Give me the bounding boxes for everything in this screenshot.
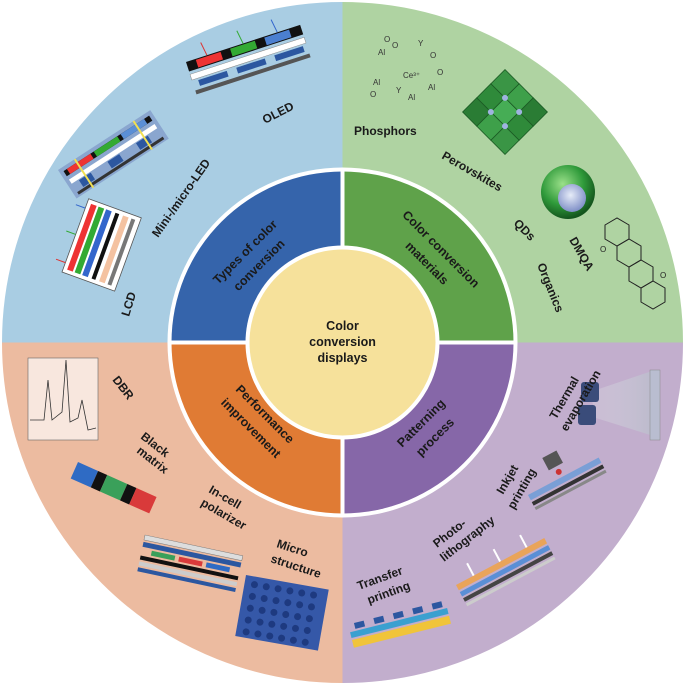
dmqa-oxygen-1: O <box>600 245 606 254</box>
phosphor-structure: O Al O Y O Ce³⁺ Al O Y Al Al O <box>370 35 443 102</box>
qd-sphere <box>541 165 595 219</box>
chem-o-1: O <box>384 35 390 44</box>
chem-o-3: O <box>430 51 436 60</box>
chem-al-2: Al <box>373 78 380 87</box>
chem-ce: Ce³⁺ <box>403 71 420 80</box>
dmqa-oxygen-2: O <box>660 271 666 280</box>
photolithography-illustration <box>456 534 556 607</box>
black-matrix-illustration <box>70 462 157 514</box>
label-phosphors: Phosphors <box>354 124 417 138</box>
lcd-illustration <box>55 198 142 292</box>
label-lcd: LCD <box>118 290 139 318</box>
mini-micro-led-illustration <box>57 110 169 199</box>
chem-al-3: Al <box>408 93 415 102</box>
center-circle <box>249 249 436 436</box>
chem-al-1: Al <box>378 48 385 57</box>
in-cell-polarizer-illustration <box>137 534 244 592</box>
chem-y-1: Y <box>418 39 424 48</box>
chem-al-4: Al <box>428 83 435 92</box>
oled-illustration <box>186 19 311 95</box>
center-title-line3: displays <box>317 351 367 365</box>
center-title-line1: Color <box>326 319 359 333</box>
transfer-printing-illustration <box>350 601 451 648</box>
chem-o-2: O <box>392 41 398 50</box>
perovskite-structure <box>462 69 548 155</box>
thermal-evaporation-illustration <box>578 369 661 441</box>
center-title-line2: conversion <box>309 335 376 349</box>
dbr-spectrum-plot <box>27 357 99 441</box>
micro-structure-illustration <box>235 575 329 651</box>
chem-o-4: O <box>370 90 376 99</box>
inkjet-printing-illustration <box>528 450 607 511</box>
chem-y-2: Y <box>396 86 402 95</box>
chem-o-5: O <box>437 68 443 77</box>
dmqa-molecule: O O <box>600 217 666 310</box>
